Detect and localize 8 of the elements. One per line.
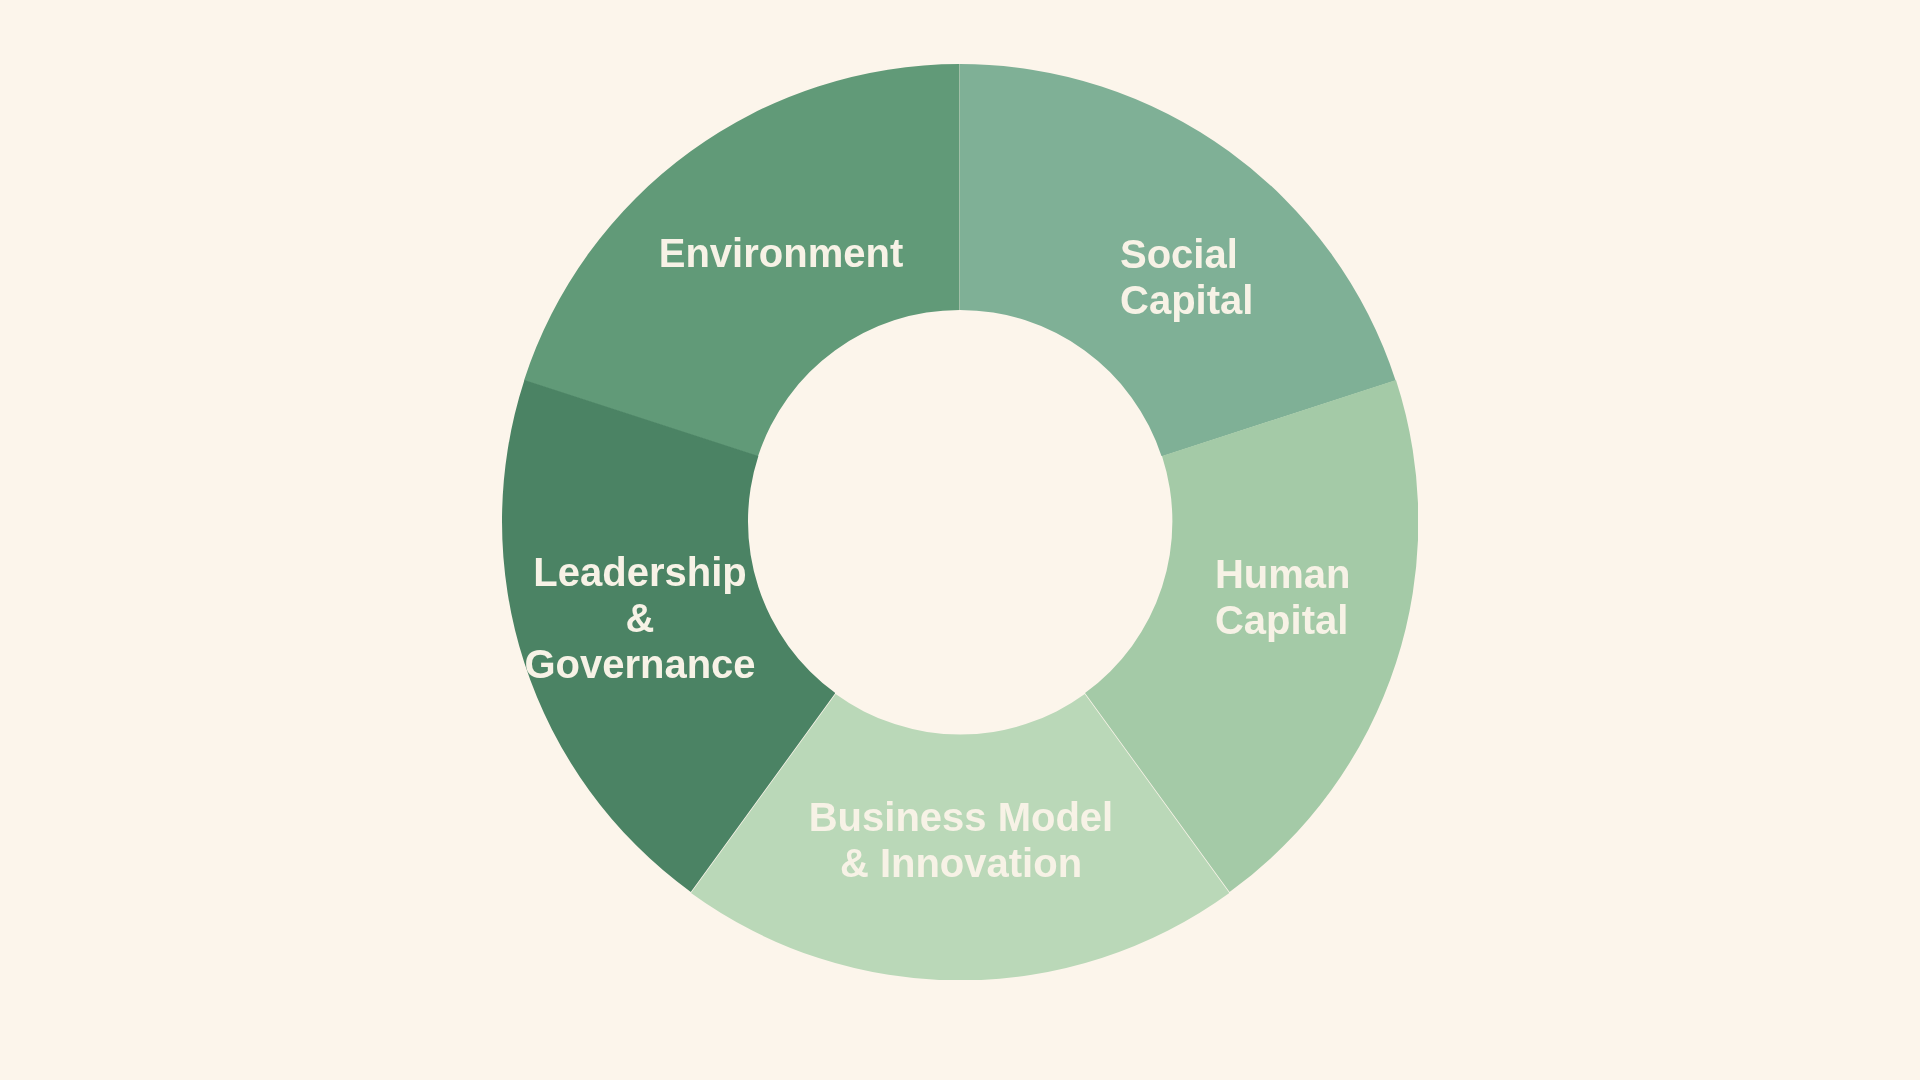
donut-segment [960,64,1396,457]
segment-label: Environment [658,230,904,276]
segment-label: Business Model & Innovation [807,794,1115,886]
segment-label: Leadership & Governance [523,549,757,687]
segment-label: Human Capital [1215,551,1352,643]
segment-label: Social Capital [1120,231,1255,323]
donut-segment [690,693,1230,980]
donut-segment [524,64,960,457]
